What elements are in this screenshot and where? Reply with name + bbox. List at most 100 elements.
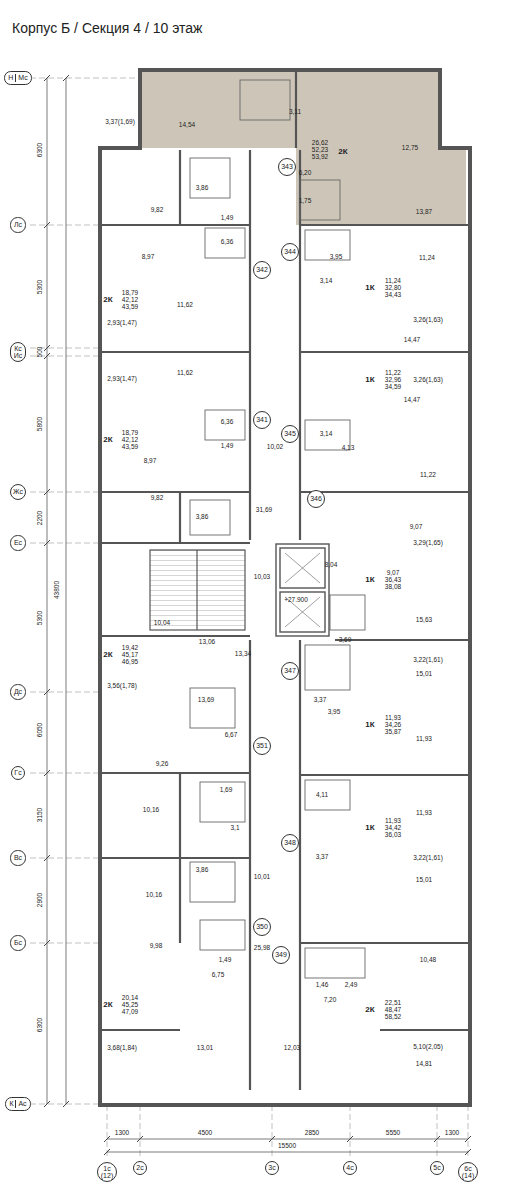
- area-label: 4,13: [342, 445, 355, 452]
- area-label: 22,51: [385, 1000, 401, 1007]
- axis-bubble: Гс: [11, 766, 25, 780]
- area-label: 19,42: [122, 645, 138, 652]
- axis-bubble: Жс: [10, 484, 27, 501]
- area-label: 9,07: [410, 524, 423, 531]
- bubble-text: Мс: [15, 74, 27, 81]
- bubble-text: 345: [284, 430, 296, 437]
- area-label: 2,93(1,47): [107, 376, 137, 383]
- area-label: 36,03: [385, 832, 401, 839]
- area-label: 45,17: [122, 652, 138, 659]
- axis-bubble: 2с: [133, 1161, 147, 1175]
- area-label: 3,56(1,78): [107, 683, 137, 690]
- area-label: 10,02: [267, 444, 283, 451]
- area-label: 48,47: [385, 1007, 401, 1014]
- area-label: 3,1: [230, 825, 239, 832]
- bubble-text: 6с: [464, 1165, 471, 1172]
- axis-bubble: Вс: [10, 850, 25, 865]
- bubble-text: Дс: [14, 688, 22, 695]
- area-label: 3,22(1,61): [413, 855, 443, 862]
- area-label: 10,48: [420, 957, 436, 964]
- area-label: 3,22(1,61): [413, 657, 443, 664]
- area-label: 35,87: [385, 729, 401, 736]
- apartment-number: 348: [281, 834, 300, 853]
- axis-bubble: КсИс: [10, 342, 27, 363]
- apartment-number: 343: [278, 158, 297, 177]
- area-label: 2К: [103, 296, 112, 304]
- bubble-text: Вс: [14, 854, 22, 861]
- area-label: 34,26: [385, 722, 401, 729]
- dimension-text: 1300: [445, 1130, 459, 1137]
- bubble-text: Жс: [13, 488, 23, 495]
- area-label: 52,23: [312, 147, 328, 154]
- area-label: 6,75: [212, 972, 225, 979]
- bubble-text: Бс: [14, 939, 22, 946]
- area-label: 2К: [103, 651, 112, 659]
- area-label: 20,14: [122, 995, 138, 1002]
- dimension-text: 500: [37, 347, 44, 358]
- apartment-number: 342: [253, 261, 272, 280]
- area-label: 34,42: [385, 825, 401, 832]
- axis-bubble: 6с(14): [458, 1162, 478, 1183]
- area-label: 11,24: [419, 255, 435, 262]
- area-label: 2К: [338, 148, 347, 156]
- area-label: 1К: [365, 721, 374, 729]
- apartment-number: 347: [281, 662, 300, 681]
- area-label: 3,14: [320, 431, 333, 438]
- area-label: 1К: [365, 376, 374, 384]
- dimension-text: 6300: [37, 1018, 44, 1032]
- apartment-number: 349: [272, 946, 291, 965]
- area-label: 3,95: [330, 254, 343, 261]
- area-label: 1,46: [316, 982, 329, 989]
- bubble-text: 347: [284, 667, 296, 674]
- area-label: 10,16: [146, 892, 162, 899]
- axis-bubble: 5с: [430, 1161, 444, 1175]
- area-label: 47,09: [122, 1009, 138, 1016]
- area-label: 14,81: [416, 1061, 432, 1068]
- area-label: 3,86: [196, 514, 209, 521]
- dimension-text: 5300: [37, 611, 44, 625]
- area-label: 13,06: [199, 639, 215, 646]
- area-label: 34,59: [385, 384, 401, 391]
- bubble-text: К: [9, 1100, 13, 1107]
- area-label: 13,69: [198, 697, 214, 704]
- area-label: 11,93: [385, 818, 401, 825]
- axis-bubble: 3с: [265, 1161, 279, 1175]
- area-label: 11,62: [177, 370, 193, 377]
- plan-title: Корпус Б / Секция 4 / 10 этаж: [12, 20, 202, 36]
- bubble-text: 350: [256, 923, 268, 930]
- area-label: 10,16: [143, 807, 159, 814]
- area-label: 13,01: [197, 1045, 213, 1052]
- area-label: 3,69: [339, 637, 352, 644]
- apartment-number: 341: [253, 411, 272, 430]
- bubble-text: Н: [8, 74, 13, 81]
- axis-bubble: Лс: [10, 217, 25, 232]
- area-label: 3,37(1,69): [105, 119, 135, 126]
- area-label: 3,14: [320, 278, 333, 285]
- axis-bubble: Дс: [10, 684, 25, 699]
- area-label: 38,08: [385, 584, 401, 591]
- bubble-text: 343: [281, 163, 293, 170]
- area-label: 2К: [365, 1006, 374, 1014]
- area-label: 1К: [365, 284, 374, 292]
- area-label: 13,87: [416, 209, 432, 216]
- area-label: 4,11: [316, 792, 328, 799]
- area-label: 8,04: [325, 562, 338, 569]
- dimension-text: 2850: [305, 1130, 319, 1137]
- area-label: 6,20: [299, 170, 312, 177]
- area-label: 2К: [103, 436, 112, 444]
- area-label: 2,49: [345, 982, 358, 989]
- area-label: 31,69: [256, 507, 272, 514]
- area-label: 11,93: [416, 736, 432, 743]
- area-label: 8,97: [144, 458, 157, 465]
- dimension-text: 4500: [198, 1130, 212, 1137]
- area-label: 2К: [103, 1001, 112, 1009]
- area-label: 1,49: [221, 443, 234, 450]
- bubble-text: 351: [256, 742, 268, 749]
- area-label: 14,47: [404, 397, 420, 404]
- bubble-text: Гс: [14, 769, 21, 776]
- area-label: 36,43: [385, 577, 401, 584]
- area-label: 43,59: [122, 444, 138, 451]
- area-label: 25,98: [254, 945, 270, 952]
- apartment-number: 351: [253, 737, 272, 756]
